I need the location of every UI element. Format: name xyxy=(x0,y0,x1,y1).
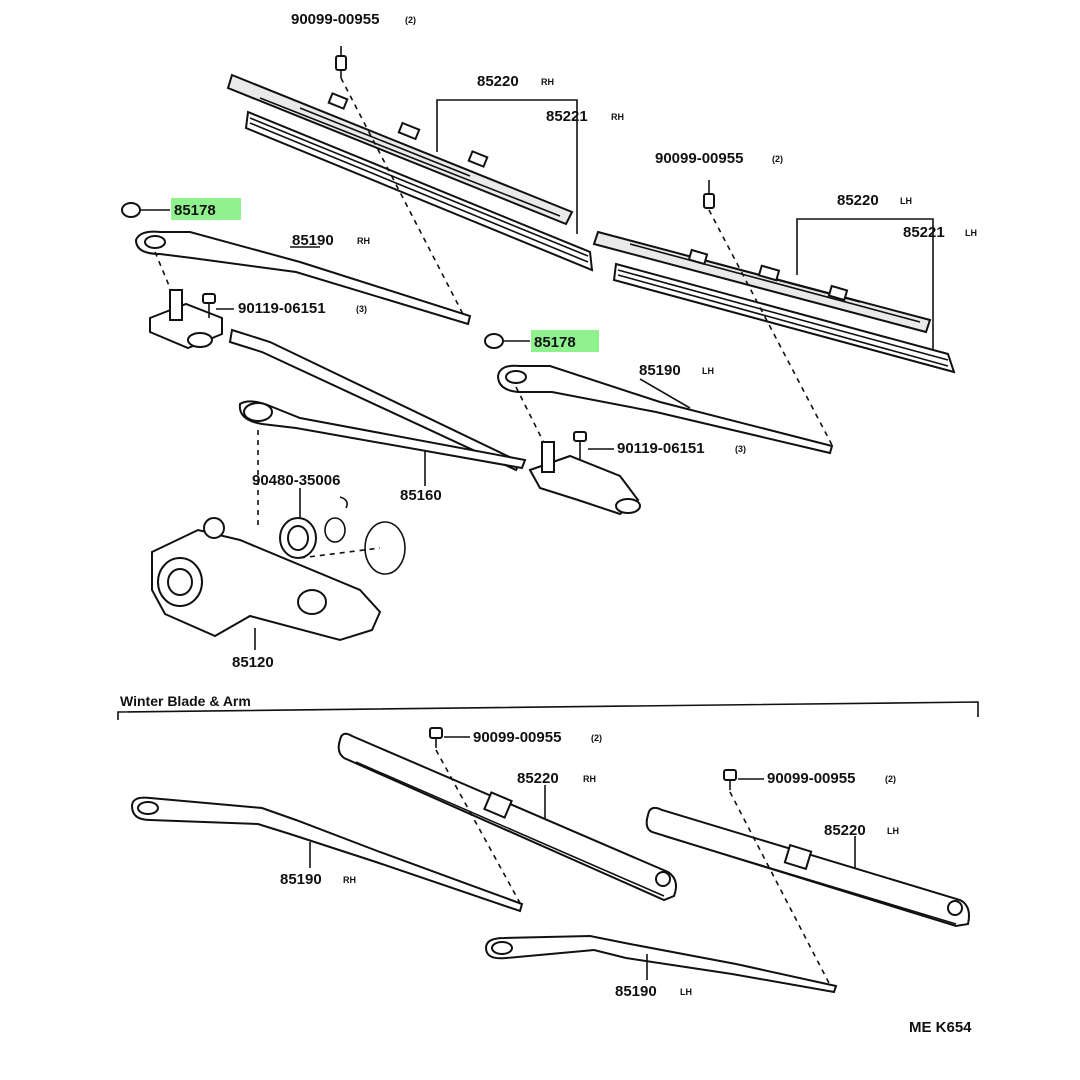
bolt-top-left xyxy=(335,46,466,319)
arm-right-side: LH xyxy=(702,366,714,376)
winter-blade-right-number: 85220 xyxy=(824,822,866,839)
grommet-number: 90480-35006 xyxy=(252,472,340,489)
winter-bolt-right-qty: (2) xyxy=(885,774,896,784)
pivot-bolt-right-qty: (3) xyxy=(735,444,746,454)
pivot-bolt-right xyxy=(573,431,614,460)
link xyxy=(228,328,527,486)
grommet xyxy=(279,488,406,575)
winter-bolt-right-number: 90099-00955 xyxy=(767,770,855,787)
cap-right-number: 85178 xyxy=(534,334,576,351)
motor xyxy=(151,430,382,650)
blade-left-leaders xyxy=(436,99,578,234)
winter-bolt-left-number: 90099-00955 xyxy=(473,729,561,746)
refill-right-number: 85221 xyxy=(903,224,945,241)
arm-left-number: 85190 xyxy=(292,232,334,249)
winter-bolt-left-qty: (2) xyxy=(591,733,602,743)
arm-right xyxy=(496,364,834,455)
winter-bolt-left xyxy=(429,727,521,904)
winter-arm-left-side: RH xyxy=(343,875,356,885)
winter-blade-left xyxy=(337,732,677,902)
refill-left-side: RH xyxy=(611,112,624,122)
link-number: 85160 xyxy=(400,487,442,504)
blade-right-number: 85220 xyxy=(837,192,879,209)
cap-left-highlight xyxy=(171,198,241,220)
winter-blade-left-side: RH xyxy=(583,774,596,784)
bolt-top-left-number: 90099-00955 xyxy=(291,11,379,28)
blade-left-number: 85220 xyxy=(477,73,519,90)
blade-right-leaders xyxy=(796,218,934,350)
winter-blade-right xyxy=(645,806,970,928)
cap-left xyxy=(121,202,170,218)
motor-number: 85120 xyxy=(232,654,274,671)
winter-bolt-right xyxy=(723,769,831,986)
bolt-top-left-qty: (2) xyxy=(405,15,416,25)
refill-left-number: 85221 xyxy=(546,108,588,125)
diagram-code: ME K654 xyxy=(909,1019,972,1036)
winter-section-bracket xyxy=(117,701,979,720)
winter-arm-left-number: 85190 xyxy=(280,871,322,888)
arm-right-leader xyxy=(639,378,691,409)
winter-arm-left xyxy=(130,796,524,913)
winter-arm-right xyxy=(484,934,838,994)
arm-left-side: RH xyxy=(357,236,370,246)
cap-left-number: 85178 xyxy=(174,202,216,219)
pivot-bolt-left-qty: (3) xyxy=(356,304,367,314)
pivot-bolt-left xyxy=(202,293,234,318)
cap-right-highlight xyxy=(531,330,599,352)
bolt-top-right-qty: (2) xyxy=(772,154,783,164)
bolt-top-right-number: 90099-00955 xyxy=(655,150,743,167)
blade-right-assembly xyxy=(592,230,956,374)
winter-blade-right-side: LH xyxy=(887,826,899,836)
arm-right-number: 85190 xyxy=(639,362,681,379)
cap-right xyxy=(484,333,530,349)
blade-left-assembly xyxy=(226,73,594,272)
pivot-bolt-left-number: 90119-06151 xyxy=(238,300,326,317)
winter-blade-left-number: 85220 xyxy=(517,770,559,787)
winter-arm-right-number: 85190 xyxy=(615,983,657,1000)
refill-right-side: LH xyxy=(965,228,977,238)
pivot-right xyxy=(528,441,641,516)
blade-left-side: RH xyxy=(541,77,554,87)
pivot-left xyxy=(149,289,223,350)
bolt-top-right xyxy=(703,180,833,446)
blade-right-side: LH xyxy=(900,196,912,206)
winter-arm-right-side: LH xyxy=(680,987,692,997)
winter-section-title: Winter Blade & Arm xyxy=(120,693,251,709)
pivot-bolt-right-number: 90119-06151 xyxy=(617,440,705,457)
